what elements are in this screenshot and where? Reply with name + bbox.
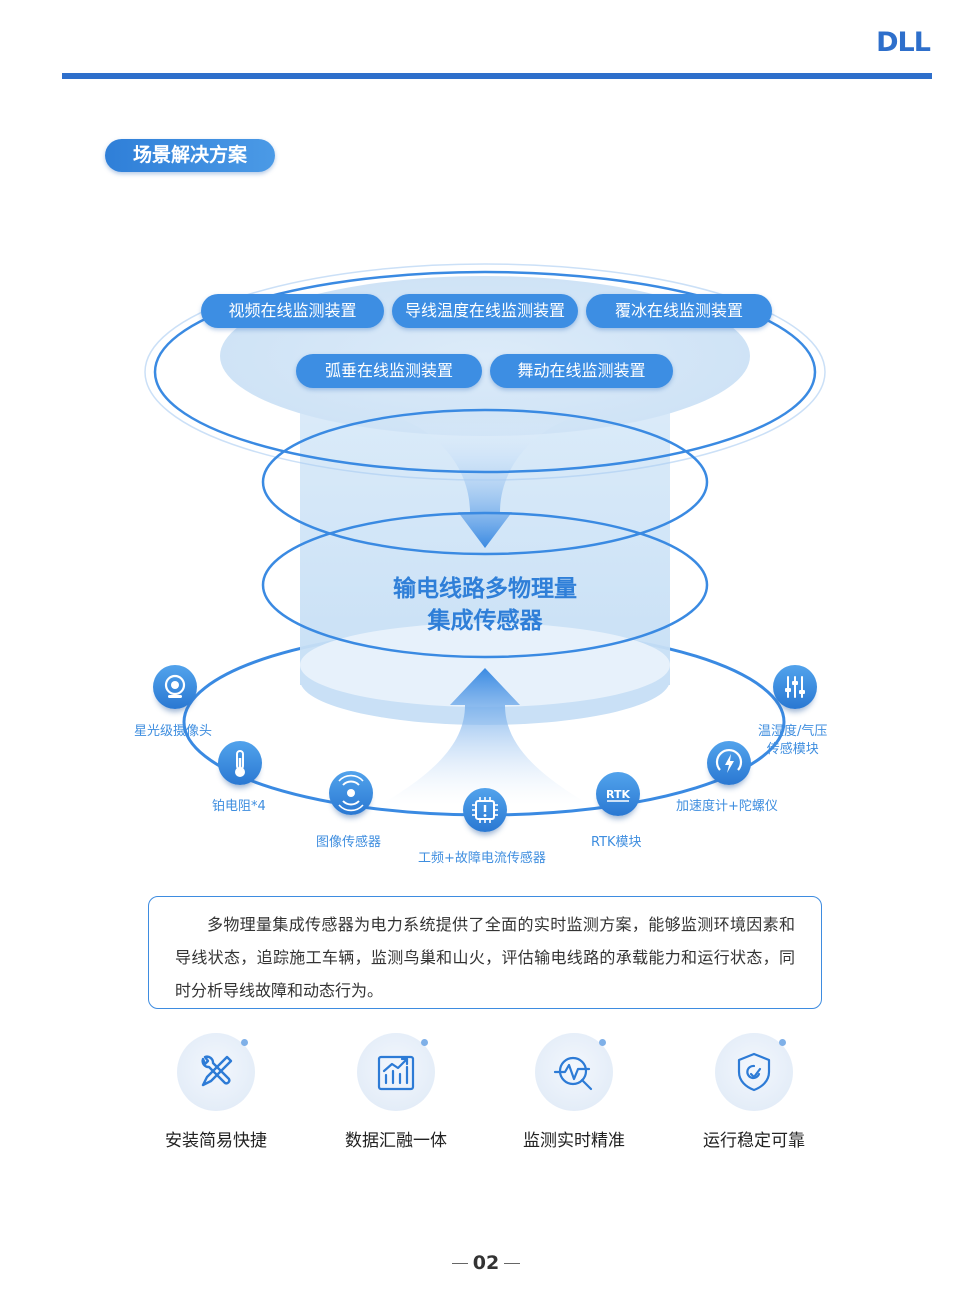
page-number-dash-right — [504, 1262, 521, 1265]
description-text: 多物理量集成传感器为电力系统提供了全面的实时监测方案，能够监测环境因素和导线状态… — [175, 915, 795, 1000]
sensor-label-humidity: 温湿度/气压 传感模块 — [758, 723, 827, 759]
thermometer-icon — [218, 741, 262, 785]
sliders-icon — [773, 665, 817, 709]
sensor-label-accel: 加速度计+陀螺仪 — [676, 799, 778, 814]
rtk-icon: RTK — [596, 772, 640, 816]
camera-icon — [153, 665, 197, 709]
feature-monitor: 监测实时精准 — [494, 1033, 654, 1151]
core-sensor-title: 输电线路多物理量 集成传感器 — [340, 573, 630, 637]
feature-label-monitor: 监测实时精准 — [523, 1131, 625, 1151]
description-box: 多物理量集成传感器为电力系统提供了全面的实时监测方案，能够监测环境因素和导线状态… — [148, 896, 822, 1009]
rtk-icon-text: RTK — [606, 788, 630, 801]
tools-icon — [177, 1033, 255, 1111]
device-tag-galloping: 舞动在线监测装置 — [490, 354, 673, 388]
monitor-icon — [535, 1033, 613, 1111]
feature-stable: 运行稳定可靠 — [674, 1033, 834, 1151]
page-number-dash-left — [451, 1262, 468, 1265]
header-bar — [62, 73, 932, 79]
image-sensor-icon — [329, 771, 373, 815]
feature-label-stable: 运行稳定可靠 — [703, 1131, 805, 1151]
device-tag-icing: 覆冰在线监测装置 — [586, 294, 772, 328]
sensor-label-rtk: RTK模块 — [591, 835, 642, 850]
brand-logo: DLL — [876, 27, 932, 56]
core-title-line2: 集成传感器 — [427, 608, 543, 634]
page-number-text: 02 — [472, 1252, 500, 1274]
feature-label-data: 数据汇融一体 — [345, 1131, 447, 1151]
svg-text:DLL: DLL — [876, 27, 931, 56]
device-tag-video: 视频在线监测装置 — [201, 294, 384, 328]
device-tag-conductor-temp: 导线温度在线监测装置 — [392, 294, 578, 328]
chip-icon — [463, 788, 507, 832]
device-tag-sag: 弧垂在线监测装置 — [296, 354, 482, 388]
feature-install: 安装简易快捷 — [136, 1033, 296, 1151]
sensor-label-image: 图像传感器 — [316, 835, 382, 850]
sensor-label-platinum: 铂电阻*4 — [212, 799, 266, 814]
lightning-gauge-icon — [707, 741, 751, 785]
core-title-line1: 输电线路多物理量 — [393, 576, 577, 602]
shield-icon — [715, 1033, 793, 1111]
page-number: 02 — [436, 1252, 536, 1274]
sensor-label-humidity-line1: 温湿度/气压 — [758, 724, 828, 739]
feature-data: 数据汇融一体 — [316, 1033, 476, 1151]
section-title: 场景解决方案 — [105, 139, 275, 172]
feature-label-install: 安装简易快捷 — [165, 1131, 267, 1151]
chart-icon — [357, 1033, 435, 1111]
sensor-label-current: 工频+故障电流传感器 — [418, 851, 546, 866]
sensor-label-camera: 星光级摄像头 — [134, 724, 213, 739]
sensor-label-humidity-line2: 传感模块 — [766, 742, 819, 757]
